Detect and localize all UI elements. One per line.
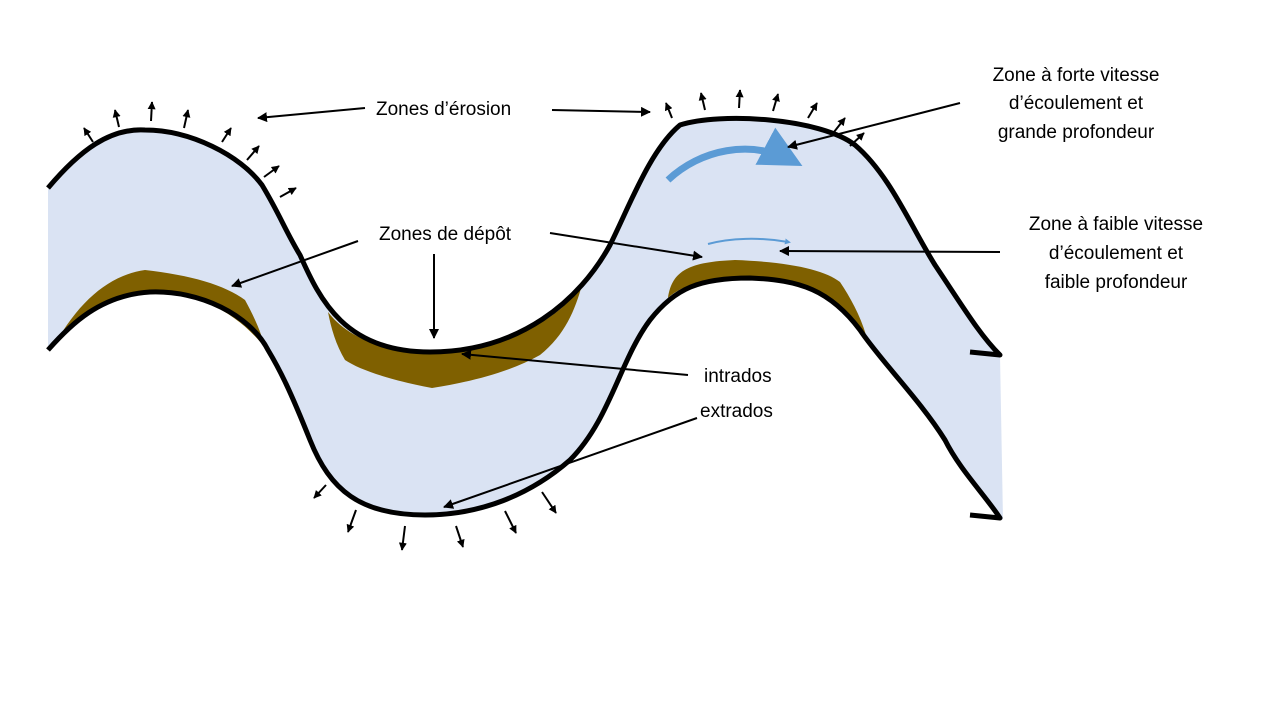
erosion-arrow: [833, 117, 846, 133]
erosion-arrow: [246, 145, 260, 161]
erosion-arrow: [541, 491, 557, 514]
inner-bank: [46, 275, 1003, 521]
label-fast-zone-line2: d’écoulement et: [1009, 93, 1144, 114]
erosion-arrow: [807, 102, 818, 119]
erosion-arrow: [221, 127, 232, 143]
river-water: [48, 118, 1003, 521]
label-slow-zone-line2: d’écoulement et: [1049, 243, 1184, 264]
erosion-arrow: [346, 509, 357, 533]
pointer-depot-right: [549, 232, 703, 261]
label-slow-zone-line3: faible profondeur: [1045, 272, 1188, 293]
pointer-extrados: [443, 417, 698, 509]
erosion-arrow: [313, 484, 327, 499]
erosion-arrow: [772, 93, 780, 112]
label-extrados: extrados: [700, 401, 773, 422]
label-fast-zone-line3: grande profondeur: [998, 122, 1155, 143]
pointer-slow-zone: [779, 246, 1001, 257]
pointer-fast-zone: [787, 102, 961, 150]
pointer-depot-left: [231, 240, 359, 288]
erosion-arrow: [735, 89, 744, 109]
slow-flow-arrow: [707, 237, 791, 245]
erosion-arrow: [279, 187, 297, 198]
pointer-erosion-right: [551, 106, 651, 117]
label-erosion-zones: Zones d’érosion: [376, 99, 511, 120]
erosion-arrow: [112, 109, 121, 128]
erosion-arrow: [664, 102, 673, 119]
erosion-arrow: [455, 525, 465, 548]
deposit-bar-center: [328, 285, 582, 388]
outer-bank: [46, 115, 1003, 358]
label-slow-zone-line1: Zone à faible vitesse: [1029, 214, 1203, 235]
erosion-arrows: [83, 89, 865, 551]
label-deposit-zones: Zones de dépôt: [379, 224, 512, 245]
deposit-bar-left: [55, 270, 265, 348]
erosion-arrow: [147, 101, 156, 122]
erosion-arrow: [263, 165, 280, 178]
erosion-arrow: [698, 92, 707, 111]
fast-flow-arrow: [665, 127, 803, 183]
pointer-intrados: [461, 349, 689, 376]
erosion-arrow: [849, 132, 865, 147]
erosion-arrow: [398, 525, 407, 551]
pointer-lines: [231, 102, 1001, 509]
erosion-arrow: [182, 109, 191, 129]
erosion-arrow: [504, 510, 517, 534]
pointer-erosion-left: [257, 107, 366, 123]
label-intrados: intrados: [704, 366, 772, 387]
label-fast-zone-line1: Zone à forte vitesse: [993, 65, 1160, 86]
erosion-arrow: [83, 127, 94, 143]
